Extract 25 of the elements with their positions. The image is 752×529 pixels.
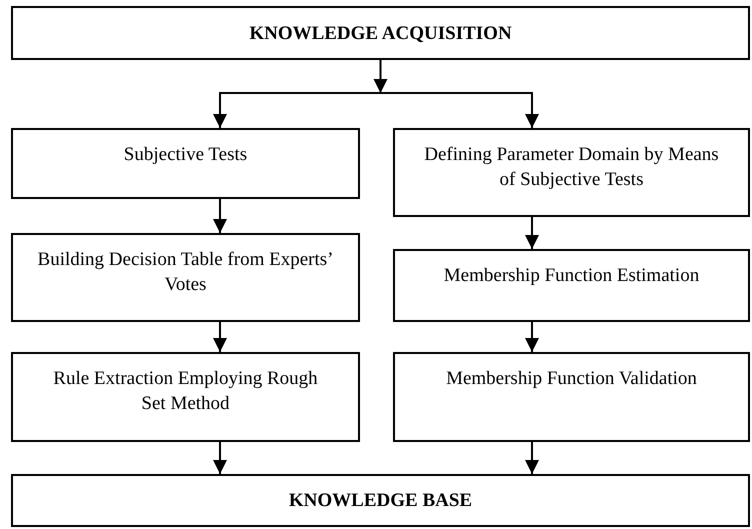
process-box — [393, 128, 750, 217]
process-box — [393, 249, 750, 322]
process-box — [11, 128, 360, 199]
arrow — [380, 92, 539, 128]
process-box — [393, 352, 750, 442]
arrow — [213, 199, 227, 233]
arrow — [213, 442, 227, 474]
heading-text: KNOWLEDGE BASE — [288, 489, 472, 513]
step-text: Membership Function Estimation — [444, 264, 700, 288]
arrow — [525, 442, 539, 474]
process-box — [11, 233, 360, 322]
step-text: Subjective Tests — [124, 143, 248, 167]
arrow — [213, 92, 380, 128]
step-text: Membership Function Validation — [446, 367, 697, 391]
heading-text: KNOWLEDGE ACQUISITION — [249, 22, 512, 46]
step-text: Rule Extraction Employing Rough Set Method — [52, 367, 319, 416]
arrow — [525, 322, 539, 352]
header-box — [11, 6, 750, 60]
arrow — [374, 60, 388, 93]
process-box — [11, 352, 360, 442]
arrow — [213, 322, 227, 352]
step-text: Defining Parameter Domain by Means of Subjective Tests — [423, 143, 720, 192]
step-text: Building Decision Table from Experts’ Votes — [36, 248, 334, 297]
arrow — [525, 217, 539, 249]
header-box — [11, 474, 750, 527]
